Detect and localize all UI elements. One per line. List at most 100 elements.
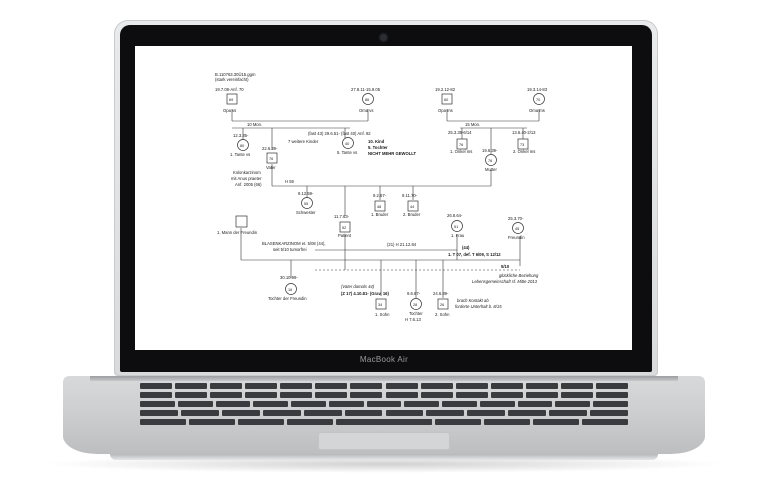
svg-text:Lebensgemeinschaft sf. Mitte 2: Lebensgemeinschaft sf. Mitte 2013 xyxy=(472,279,538,284)
svg-text:45: 45 xyxy=(515,227,519,231)
trackpad[interactable] xyxy=(318,432,450,450)
svg-text:BLASENKARZINOM et. 5/08 (44),: BLASENKARZINOM et. 5/08 (44), xyxy=(262,241,326,246)
keyboard-key[interactable] xyxy=(287,419,334,425)
keyboard-key[interactable] xyxy=(291,401,326,407)
aunt5-circle xyxy=(342,137,354,149)
svg-text:(Z 17) 4.10.81- (Grav. 16): (Z 17) 4.10.81- (Grav. 16) xyxy=(341,291,389,296)
keyboard-key[interactable] xyxy=(483,419,530,425)
father-box xyxy=(266,152,278,164)
keyboard-key[interactable] xyxy=(180,410,219,416)
keyboard-key[interactable] xyxy=(328,401,364,407)
svg-text:52: 52 xyxy=(342,226,346,230)
keyboard-key[interactable] xyxy=(140,410,178,416)
svg-text:19.2.12-82: 19.2.12-82 xyxy=(435,87,456,92)
keyboard-key[interactable] xyxy=(140,383,173,389)
keyboard-key[interactable] xyxy=(215,401,251,407)
keyboard-key[interactable] xyxy=(344,410,383,416)
keyboard-key[interactable] xyxy=(595,392,628,398)
svg-text:44: 44 xyxy=(410,205,414,209)
keyboard-key[interactable] xyxy=(280,383,313,389)
keyboard-key[interactable] xyxy=(434,419,481,425)
keyboard-key[interactable] xyxy=(385,410,424,416)
keyboard-key[interactable] xyxy=(555,401,591,407)
keyboard-key[interactable] xyxy=(262,410,301,416)
girlfriend-circle xyxy=(512,222,524,234)
keyboard-key[interactable] xyxy=(508,410,547,416)
camera-icon xyxy=(380,34,387,41)
keyboard-key[interactable] xyxy=(385,392,418,398)
keyboard-key[interactable] xyxy=(490,392,523,398)
keyboard-key[interactable] xyxy=(280,392,313,398)
keyboard-key[interactable] xyxy=(177,401,213,407)
keyboard-key[interactable] xyxy=(303,410,342,416)
svg-text:60: 60 xyxy=(444,98,448,102)
girlfriend-husband-box xyxy=(235,215,248,228)
keyboard-key[interactable] xyxy=(221,410,260,416)
keyboard-key[interactable] xyxy=(253,401,289,407)
svg-text:40: 40 xyxy=(345,142,349,146)
keyboard-key[interactable] xyxy=(455,392,488,398)
keyboard-key[interactable] xyxy=(210,392,243,398)
svg-text:76: 76 xyxy=(488,159,492,163)
keyboard-key[interactable] xyxy=(467,410,506,416)
keyboard-key[interactable] xyxy=(560,392,593,398)
keyboard-key[interactable] xyxy=(175,392,208,398)
svg-text:76: 76 xyxy=(459,143,463,147)
keyboard-key[interactable] xyxy=(350,383,383,389)
keyboard xyxy=(140,383,628,429)
svg-text:1. Frau: 1. Frau xyxy=(451,233,465,238)
svg-text:76: 76 xyxy=(269,157,273,161)
keyboard-key[interactable] xyxy=(140,392,173,398)
keyboard-key[interactable] xyxy=(404,401,440,407)
keyboard-key[interactable] xyxy=(189,419,236,425)
keyboard-key[interactable] xyxy=(245,383,278,389)
keyboard-key[interactable] xyxy=(238,419,285,425)
keyboard-key[interactable] xyxy=(210,383,243,389)
brother1-box xyxy=(374,200,386,212)
keyboard-key[interactable] xyxy=(455,383,488,389)
header-note-2: (stark vereinfacht) xyxy=(215,77,249,82)
svg-text:5. Tochter: 5. Tochter xyxy=(368,145,388,150)
svg-text:15 Mon.: 15 Mon. xyxy=(465,122,480,127)
keyboard-key[interactable] xyxy=(140,419,187,425)
keyboard-key[interactable] xyxy=(525,392,558,398)
svg-text:28: 28 xyxy=(413,303,417,307)
svg-text:forderte Unterhalt b. 8/15: forderte Unterhalt b. 8/15 xyxy=(455,304,502,309)
keyboard-key[interactable] xyxy=(593,401,628,407)
keyboard-key[interactable] xyxy=(560,383,593,389)
keyboard-key[interactable] xyxy=(385,383,418,389)
svg-text:Tochter: Tochter xyxy=(409,311,423,316)
keyboard-key[interactable] xyxy=(350,392,383,398)
laptop-front-edge xyxy=(110,454,658,460)
keyboard-key[interactable] xyxy=(175,383,208,389)
son2-box xyxy=(437,298,449,310)
svg-text:2. Bruder: 2. Bruder xyxy=(403,212,421,217)
keyboard-key[interactable] xyxy=(479,401,515,407)
svg-text:27.8.11-15.9.05: 27.8.11-15.9.05 xyxy=(351,87,381,92)
keyboard-key[interactable] xyxy=(549,410,588,416)
keyboard-key[interactable] xyxy=(525,383,558,389)
keyboard-key[interactable] xyxy=(595,383,628,389)
keyboard-key[interactable] xyxy=(420,392,453,398)
keyboard-key[interactable] xyxy=(442,401,477,407)
keyboard-key[interactable] xyxy=(315,383,348,389)
keyboard-key[interactable] xyxy=(420,383,453,389)
keyboard-key[interactable] xyxy=(245,392,278,398)
keyboard-key[interactable] xyxy=(517,401,553,407)
keyboard-key[interactable] xyxy=(336,419,432,425)
keyboard-key[interactable] xyxy=(366,401,402,407)
svg-text:26.8.64-: 26.8.64- xyxy=(447,213,463,218)
keyboard-key[interactable] xyxy=(315,392,348,398)
keyboard-key[interactable] xyxy=(140,401,175,407)
keyboard-key[interactable] xyxy=(426,410,465,416)
svg-text:NICHT MEHR GEWOLLT: NICHT MEHR GEWOLLT xyxy=(368,151,417,156)
keyboard-key[interactable] xyxy=(590,410,628,416)
svg-text:1. Bruder: 1. Bruder xyxy=(371,212,389,217)
patient-box xyxy=(339,221,351,233)
svg-text:16: 16 xyxy=(288,288,292,292)
keyboard-key[interactable] xyxy=(581,419,628,425)
keyboard-key[interactable] xyxy=(532,419,579,425)
keyboard-key[interactable] xyxy=(385,419,432,425)
keyboard-key[interactable] xyxy=(490,383,523,389)
svg-text:1. Sohn: 1. Sohn xyxy=(375,312,390,317)
